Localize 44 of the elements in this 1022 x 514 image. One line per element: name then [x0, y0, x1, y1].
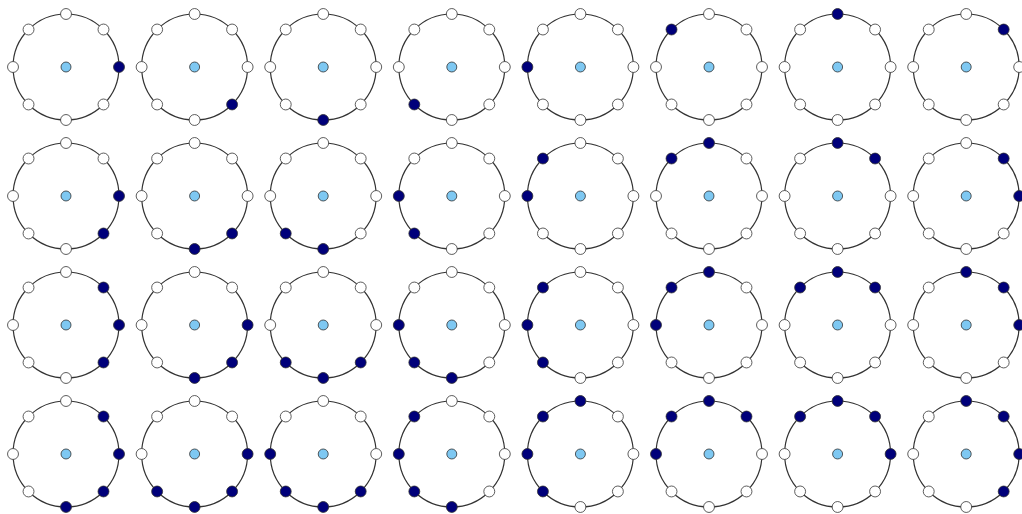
ring: [912, 142, 1020, 250]
filled-dot: [60, 501, 72, 513]
ring: [655, 13, 763, 121]
filled-dot: [188, 501, 201, 513]
ring: [655, 400, 763, 508]
hollow-dot: [574, 501, 587, 513]
ring: [398, 13, 506, 121]
ring: [912, 400, 1020, 508]
ring: [398, 142, 506, 250]
filled-dot: [1013, 319, 1022, 331]
ring: [141, 13, 249, 121]
ring: [526, 142, 634, 250]
ring: [398, 400, 506, 508]
ring: [269, 400, 377, 508]
hollow-dot: [703, 501, 715, 513]
ring: [269, 13, 377, 121]
ring: [12, 400, 120, 508]
ring: [784, 400, 892, 508]
filled-dot: [445, 501, 458, 513]
filled-dot: [317, 501, 330, 513]
ring: [12, 271, 120, 379]
ring: [141, 400, 249, 508]
hollow-dot: [960, 501, 973, 513]
ring: [141, 142, 249, 250]
ring: [655, 271, 763, 379]
ring: [269, 271, 377, 379]
ring: [526, 13, 634, 121]
ring: [784, 142, 892, 250]
ring: [398, 271, 506, 379]
hollow-dot: [831, 501, 844, 513]
ring: [269, 142, 377, 250]
filled-dot: [1013, 190, 1022, 202]
ring: [141, 271, 249, 379]
ring: [912, 271, 1020, 379]
ring: [655, 142, 763, 250]
ring: [912, 13, 1020, 121]
ring: [526, 400, 634, 508]
hollow-dot: [1013, 61, 1022, 73]
ring: [12, 142, 120, 250]
filled-dot: [1013, 448, 1022, 460]
ring: [526, 271, 634, 379]
ring: [12, 13, 120, 121]
ring: [784, 271, 892, 379]
ring: [784, 13, 892, 121]
